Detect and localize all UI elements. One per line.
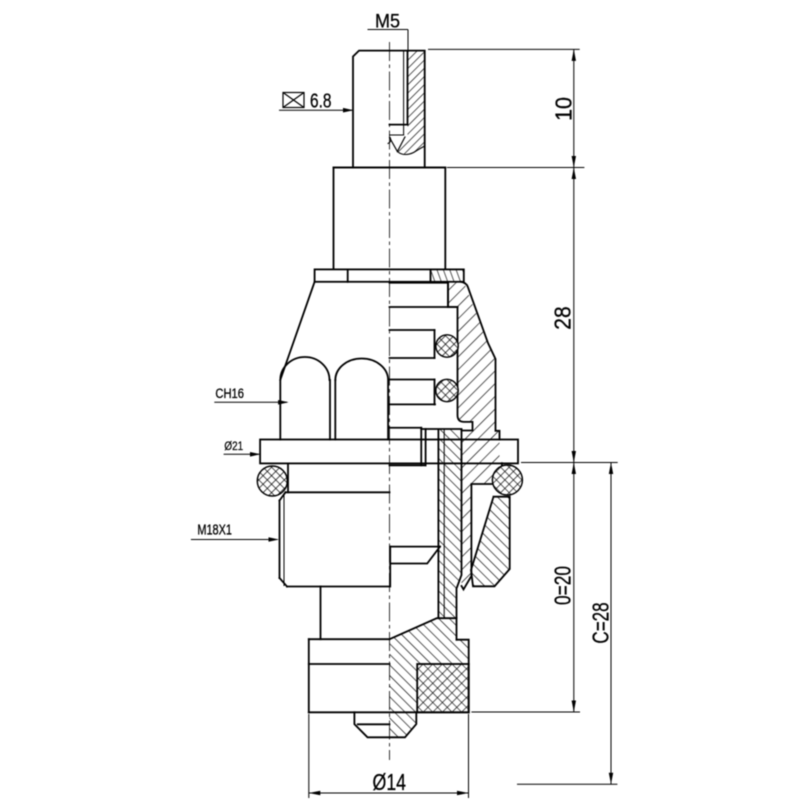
svg-text:Ø21: Ø21 [224, 439, 243, 453]
svg-text:Ø14: Ø14 [373, 769, 407, 795]
svg-text:10: 10 [551, 97, 577, 121]
svg-text:6.8: 6.8 [310, 90, 332, 113]
svg-text:M5: M5 [375, 11, 400, 33]
svg-text:CH16: CH16 [215, 386, 244, 401]
svg-text:M18X1: M18X1 [197, 523, 232, 539]
svg-text:28: 28 [550, 306, 576, 329]
svg-text:C=28: C=28 [588, 602, 614, 643]
svg-text:0=20: 0=20 [550, 566, 576, 605]
